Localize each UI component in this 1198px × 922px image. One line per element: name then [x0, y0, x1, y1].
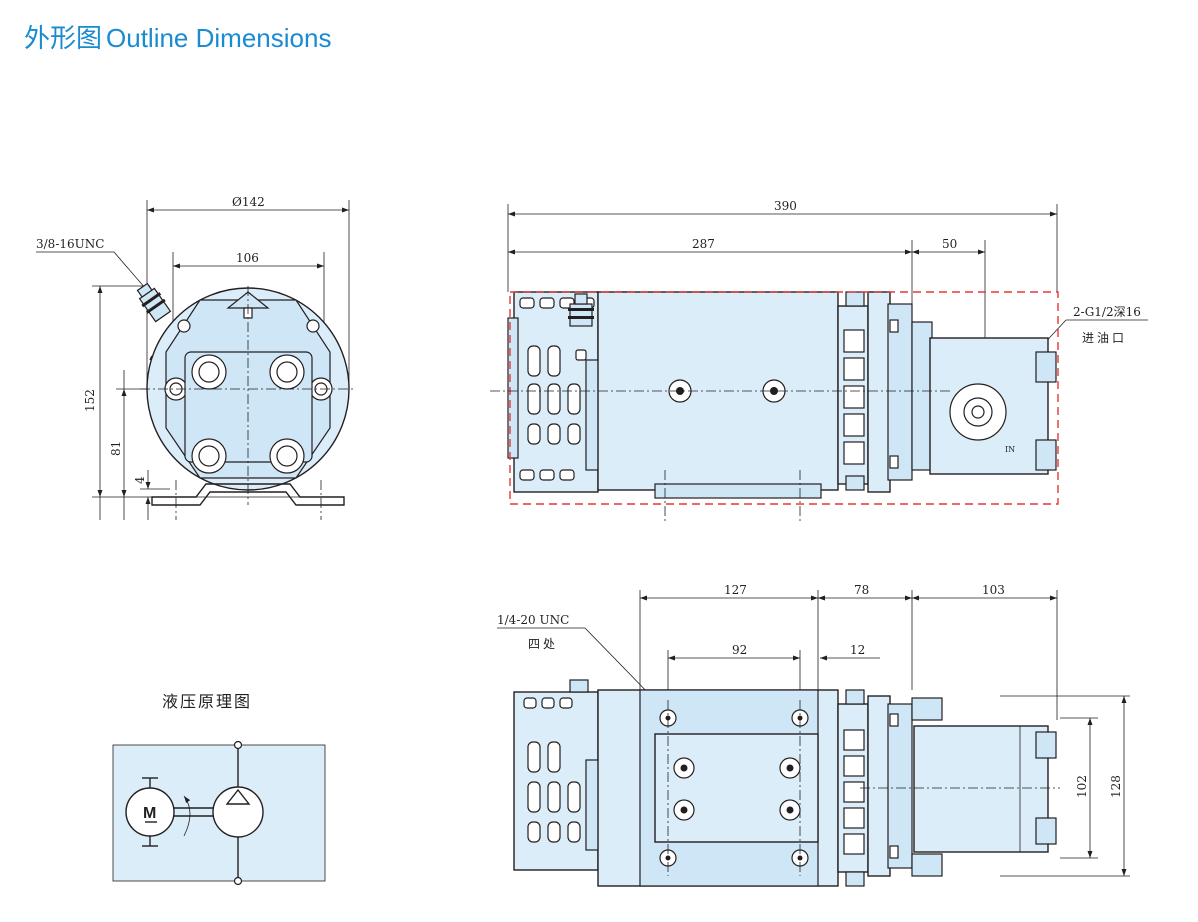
in-mark: IN: [1005, 445, 1015, 454]
dim-diameter: Ø142: [232, 195, 265, 209]
thread-qty: 四处: [528, 637, 558, 651]
dim-106: 106: [236, 251, 259, 265]
dim-12: 12: [850, 643, 865, 657]
schematic-caption: 液压原理图: [162, 692, 253, 711]
dim-152: 152: [83, 389, 97, 412]
dim-102: 102: [1075, 775, 1089, 798]
hydraulic-schematic: M: [112, 740, 326, 886]
thread-label-front: 3/8-16UNC: [36, 237, 104, 251]
front-view: Ø142 106 3/8-16UNC 152 81 4: [36, 195, 356, 520]
dim-78: 78: [854, 583, 869, 597]
top-view: 127 78 103 92 12 1/4-20 UNC 四处 102 128: [497, 583, 1130, 887]
dim-92: 92: [732, 643, 747, 657]
dim-103: 103: [982, 583, 1005, 597]
dim-4: 4: [133, 476, 147, 484]
dim-128: 128: [1109, 775, 1123, 798]
thread-label-top: 1/4-20 UNC: [497, 613, 569, 627]
port-name: 进油口: [1082, 331, 1127, 345]
motor-label: M: [143, 805, 156, 822]
dim-287: 287: [692, 237, 715, 251]
dim-390: 390: [774, 199, 797, 213]
side-view: 390 287 50 2-G1/2深16 进油口: [490, 199, 1148, 524]
dim-50: 50: [942, 237, 957, 251]
dim-127: 127: [724, 583, 747, 597]
port-spec: 2-G1/2深16: [1073, 305, 1141, 319]
title-zh: 外形图: [24, 24, 103, 54]
dim-81: 81: [109, 441, 123, 456]
title-en: Outline Dimensions: [106, 23, 332, 53]
